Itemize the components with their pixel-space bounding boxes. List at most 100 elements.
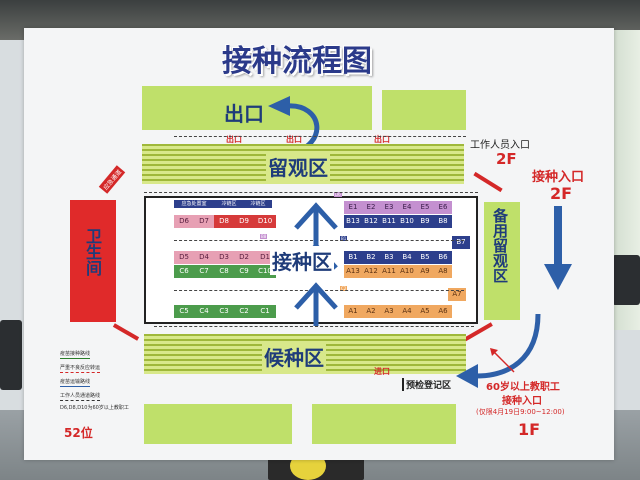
tag-c2: C2 [340, 286, 348, 291]
station-c5: C5 [174, 305, 194, 318]
exit-small-label-1: 出口 [226, 135, 242, 144]
station-c9: C9 [234, 265, 254, 278]
hygiene-block [70, 200, 116, 322]
chair [612, 255, 640, 305]
senior-entrance-line1: 60岁以上教职工 [486, 382, 560, 393]
station-e1: E1 [344, 201, 362, 214]
station-b8: B8 [434, 215, 452, 228]
exit-block [142, 86, 372, 130]
station-b2: B2 [362, 251, 380, 264]
header-cold-chain-2: 冷链区 [244, 200, 272, 208]
station-d7: D7 [194, 215, 214, 228]
station-d6: D6 [174, 215, 194, 228]
station-d2: D2 [234, 251, 254, 264]
station-d10: D10 [254, 215, 276, 228]
down-arrow-icon [544, 206, 572, 290]
station-a1: A1 [344, 305, 362, 318]
station-b5: B5 [416, 251, 434, 264]
staff-route-line [174, 136, 466, 137]
station-c8: C8 [214, 265, 234, 278]
exit-label: 出口 [224, 102, 264, 126]
route-line [154, 326, 474, 327]
station-e5: E5 [416, 201, 434, 214]
station-a10: A10 [398, 265, 416, 278]
tag-d6: D6 [334, 192, 342, 197]
station-b11: B11 [380, 215, 398, 228]
station-c1: C1 [254, 305, 276, 318]
entry-small-label: 进口 [374, 367, 390, 376]
station-b1: B1 [344, 251, 362, 264]
red-pointer-icon [490, 348, 515, 373]
waiting-label: 候种区 [262, 342, 326, 371]
station-e3: E3 [380, 201, 398, 214]
route-line [174, 240, 464, 241]
senior-note: (仅限4月19日9:00~12:00) [476, 408, 565, 416]
hygiene-label: 卫生间 [83, 228, 102, 276]
station-a13: A13 [344, 265, 362, 278]
seat-count: 52位 [64, 426, 93, 440]
exit-small-label-3: 出口 [374, 135, 390, 144]
chair [0, 320, 22, 390]
red-marker [112, 323, 140, 341]
station-a6: A6 [434, 305, 452, 318]
backup-observation-block [484, 202, 520, 320]
station-b13: B13 [344, 215, 362, 228]
pre-check-label: 预检登记区 [402, 378, 451, 391]
vaccination-entrance-label: 接种入口 [532, 170, 585, 185]
observation-label: 留观区 [266, 152, 330, 181]
station-c3: C3 [214, 305, 234, 318]
station-c2: C2 [234, 305, 254, 318]
backup-observation-label: 备用留观区 [491, 208, 509, 283]
station-b10: B10 [398, 215, 416, 228]
page-title: 接种流程图 [222, 44, 372, 79]
legend-item: 疫苗接种路线 [60, 351, 91, 359]
staff-floor-label: 2F [496, 150, 517, 168]
station-a2: A2 [362, 305, 380, 318]
legend-item: D6,D8,D10为60岁以上教职工 [60, 405, 129, 411]
legend-item: 严重不良反应转运 [60, 365, 101, 373]
station-c6: C6 [174, 265, 194, 278]
tag-b1: B1 [340, 236, 348, 241]
senior-floor-label: 1F [518, 420, 541, 439]
station-b9: B9 [416, 215, 434, 228]
emergency-channel-label: 应急通道 [98, 165, 126, 194]
station-e2: E2 [362, 201, 380, 214]
senior-entrance-line2: 接种入口 [502, 396, 542, 407]
signboard: 接种流程图 出口 留观区 出口 出口 出口 工作人员入口 2F 接种入口 2F … [24, 28, 614, 460]
legend-item: 工作人员通道路线 [60, 393, 101, 401]
station-b7: B7 [452, 236, 470, 249]
station-e4: E4 [398, 201, 416, 214]
station-b6: B6 [434, 251, 452, 264]
station-c4: C4 [194, 305, 214, 318]
station-a7: A7 [448, 288, 466, 301]
legend-item: 疫苗运输路线 [60, 379, 91, 387]
route-line [144, 192, 478, 193]
station-a9: A9 [416, 265, 434, 278]
station-a8: A8 [434, 265, 452, 278]
vaccination-floor-label: 2F [550, 184, 573, 203]
top-right-block [382, 90, 466, 130]
station-a5: A5 [416, 305, 434, 318]
header-emergency-room: 应急处置室 [174, 200, 214, 208]
vaccination-label: 接种区 [270, 246, 334, 275]
station-d4: D4 [194, 251, 214, 264]
red-marker [473, 171, 503, 193]
station-a11: A11 [380, 265, 398, 278]
staff-entrance-label: 工作人员入口 [470, 140, 530, 151]
station-b4: B4 [398, 251, 416, 264]
tag-b8: B8 [260, 234, 268, 239]
station-a4: A4 [398, 305, 416, 318]
station-b12: B12 [362, 215, 380, 228]
bottom-left-block [144, 404, 292, 444]
curved-arrow-icon [456, 313, 541, 388]
station-b3: B3 [380, 251, 398, 264]
station-a3: A3 [380, 305, 398, 318]
station-e6: E6 [434, 201, 452, 214]
station-a12: A12 [362, 265, 380, 278]
exit-small-label-2: 出口 [286, 135, 302, 144]
header-cold-chain-1: 冷链区 [214, 200, 244, 208]
station-d3: D3 [214, 251, 234, 264]
station-d8: D8 [214, 215, 234, 228]
station-d9: D9 [234, 215, 254, 228]
bottom-right-block [312, 404, 456, 444]
